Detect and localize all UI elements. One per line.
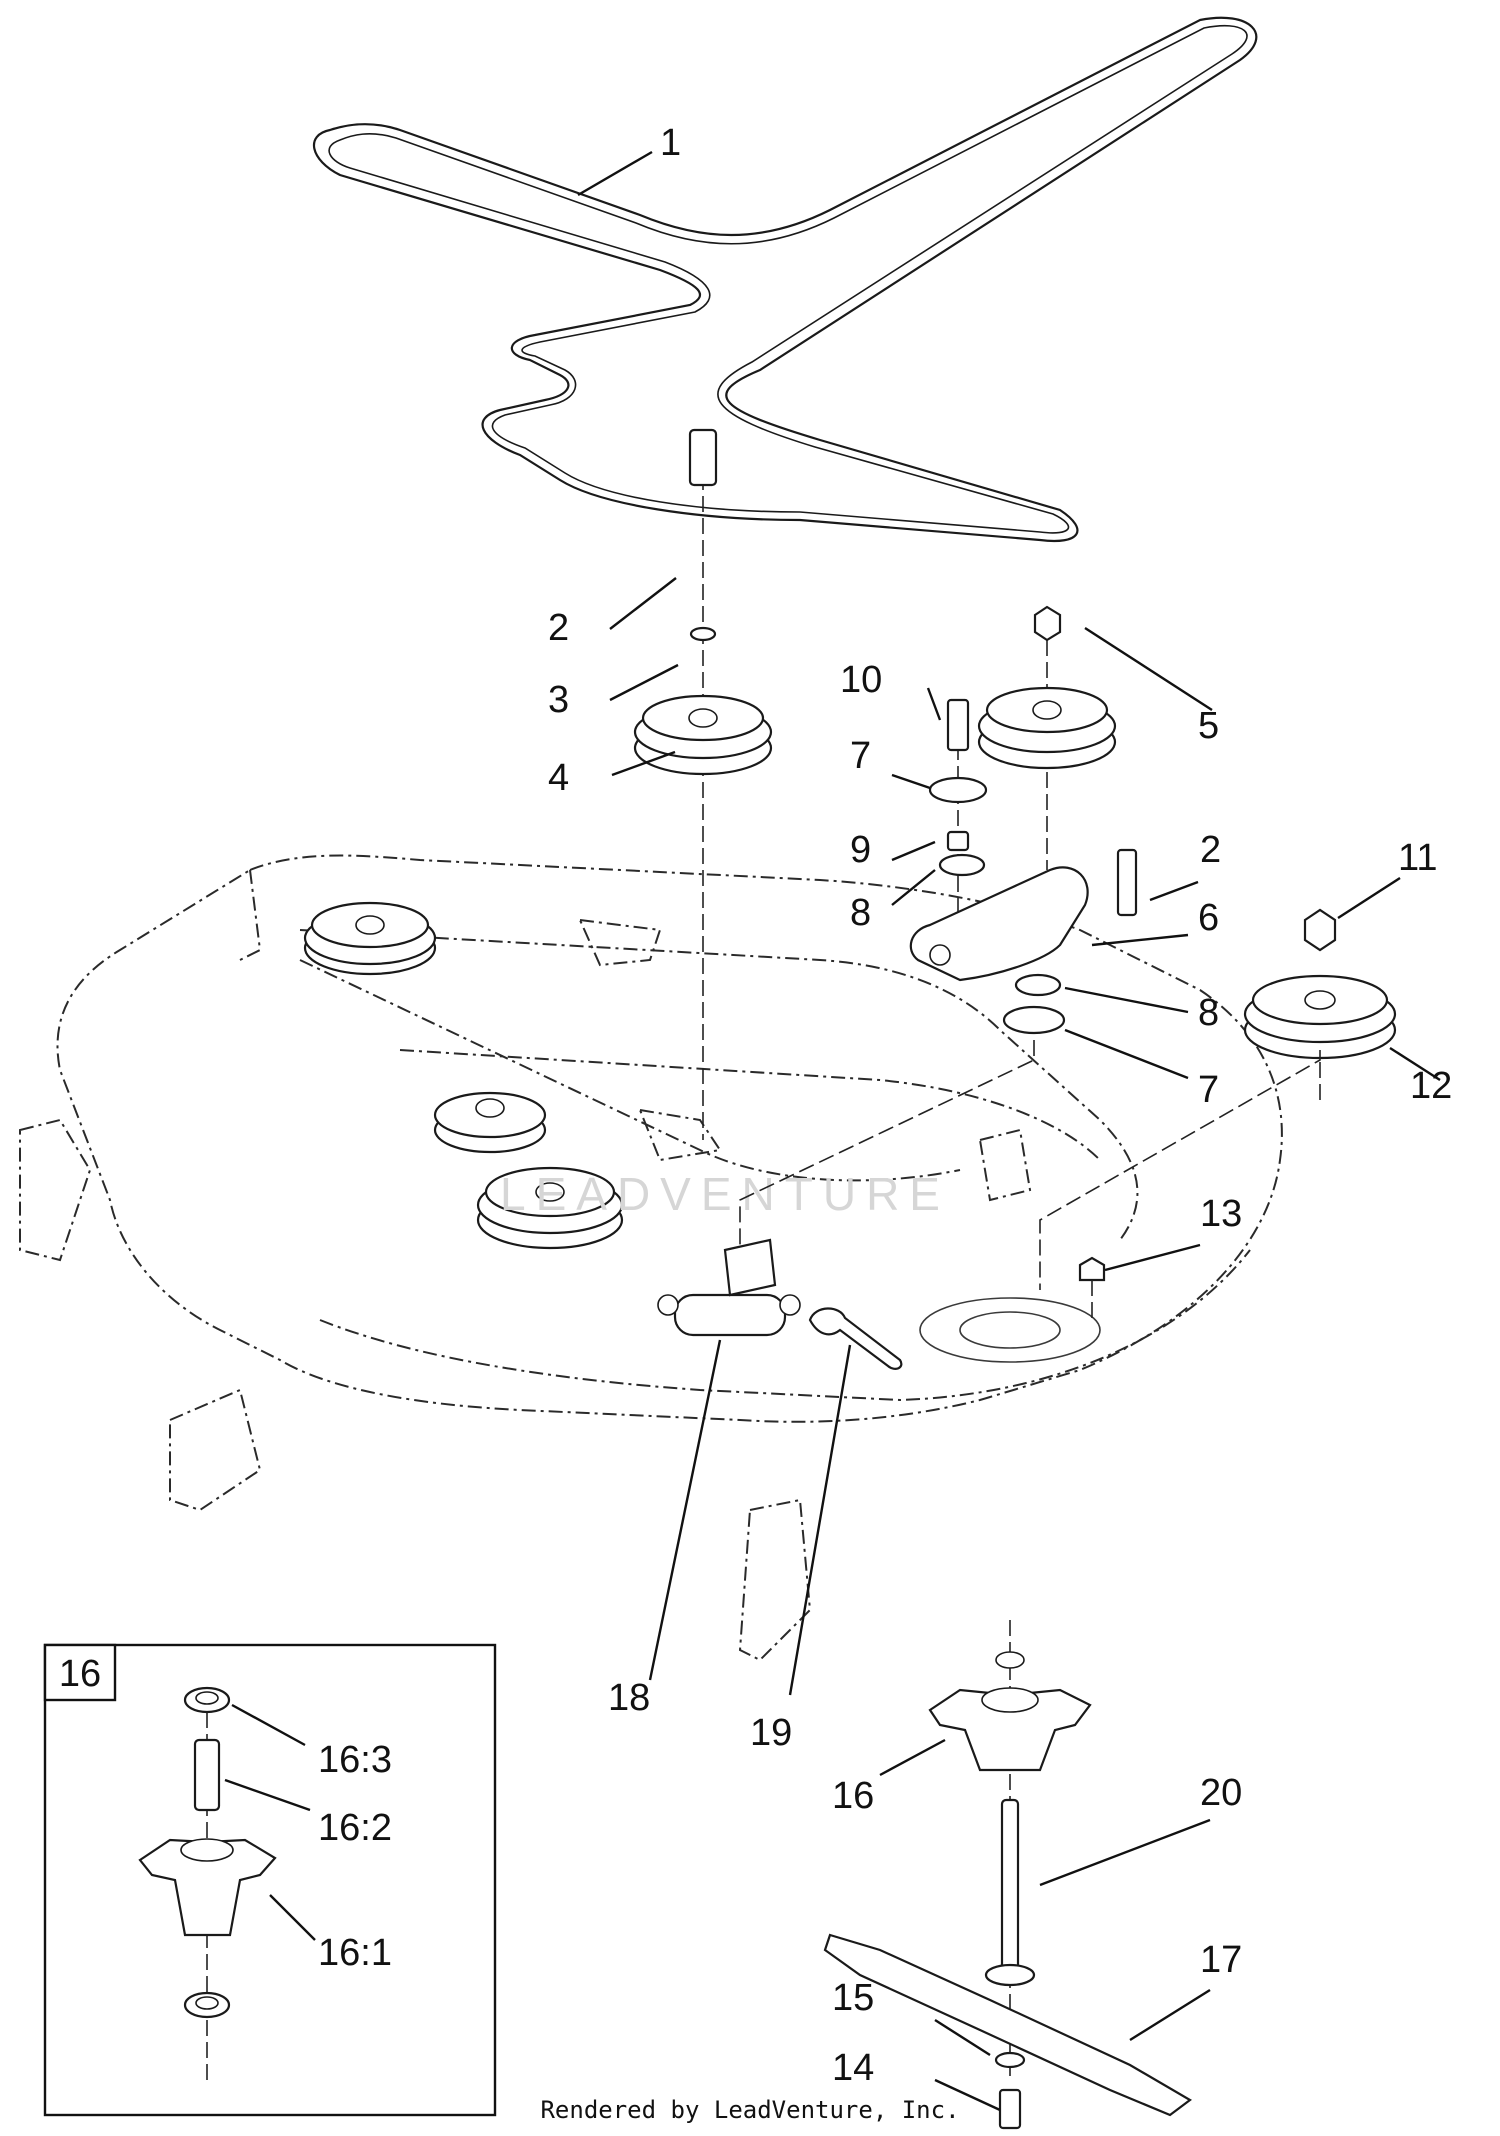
inset-spindle-assembly: 16: [43, 1643, 497, 2117]
callout-7b[interactable]: 7: [1198, 1069, 1219, 1111]
deck-spindle-mount-right: [919, 1297, 1101, 1363]
axis-line-7-to-deck: [739, 1040, 1035, 1250]
idler-pulley-upper[interactable]: [977, 686, 1117, 770]
nut-11[interactable]: [1303, 908, 1337, 952]
pulley-12[interactable]: [1243, 974, 1397, 1060]
callout-16-3[interactable]: 16:3: [318, 1739, 392, 1781]
idler-pulley-4[interactable]: [633, 694, 773, 776]
washer-8-lower[interactable]: [1014, 973, 1062, 997]
washer-3[interactable]: [689, 626, 717, 642]
idler-arm-hole: [929, 944, 951, 966]
callouts: 1 2 3 4 5 10 7 9 8 2 6 8 7 11 12 13 18 1…: [318, 122, 1452, 2089]
callout-16-1[interactable]: 16:1: [318, 1932, 392, 1974]
callout-6[interactable]: 6: [1198, 897, 1219, 939]
bearing-16-3[interactable]: [183, 1686, 231, 1714]
spacer-9[interactable]: [946, 830, 970, 852]
bracket-spring-anchor: [723, 1238, 777, 1297]
callout-2a[interactable]: 2: [548, 607, 569, 649]
nut-5[interactable]: [1033, 605, 1062, 642]
shaft-20[interactable]: [984, 1798, 1036, 1987]
inset-id-label: 16: [59, 1653, 101, 1695]
callout-10[interactable]: 10: [840, 659, 882, 701]
callout-4[interactable]: 4: [548, 757, 569, 799]
spring-18[interactable]: [657, 1293, 801, 1337]
bearing-16-1-lower: [183, 1991, 231, 2019]
bolt-13[interactable]: [1078, 1256, 1106, 1282]
spacer-16-2[interactable]: [193, 1738, 221, 1812]
bolt-10[interactable]: [946, 698, 970, 752]
washer-8-upper[interactable]: [938, 853, 986, 877]
callout-15[interactable]: 15: [832, 1977, 874, 2019]
mower-deck: [19, 854, 1283, 1662]
idler-arm-6[interactable]: [909, 866, 1089, 982]
callout-19[interactable]: 19: [750, 1712, 792, 1754]
watermark-text: LEADVENTURE: [500, 1168, 950, 1220]
callout-7a[interactable]: 7: [850, 735, 871, 777]
blade-17[interactable]: [823, 1933, 1192, 2117]
callout-14[interactable]: 14: [832, 2047, 874, 2089]
leader-lines: [224, 150, 1441, 2112]
callout-1[interactable]: 1: [660, 122, 681, 164]
pin-19[interactable]: [808, 1307, 903, 1370]
deck-pulley-left: [303, 901, 437, 976]
callout-5[interactable]: 5: [1198, 705, 1219, 747]
bolt-2-arm[interactable]: [1116, 848, 1138, 917]
washer-7-lower[interactable]: [1002, 1005, 1066, 1035]
callout-8a[interactable]: 8: [850, 892, 871, 934]
callout-16[interactable]: 16: [832, 1775, 874, 1817]
belt[interactable]: [312, 16, 1258, 543]
washer-15[interactable]: [994, 2051, 1026, 2069]
deck-pulley-center: [476, 1166, 624, 1250]
callout-17[interactable]: 17: [1200, 1939, 1242, 1981]
spindle-housing-16-1[interactable]: [138, 1838, 277, 1937]
spindle-16[interactable]: [928, 1651, 1092, 1772]
bolt-2[interactable]: [688, 428, 718, 487]
callout-8b[interactable]: 8: [1198, 992, 1219, 1034]
callout-16-2[interactable]: 16:2: [318, 1807, 392, 1849]
callout-20[interactable]: 20: [1200, 1772, 1242, 1814]
callout-12[interactable]: 12: [1410, 1065, 1452, 1107]
callout-11[interactable]: 11: [1398, 837, 1437, 879]
callout-2b[interactable]: 2: [1200, 829, 1221, 871]
callout-13[interactable]: 13: [1200, 1193, 1242, 1235]
footer-credit: Rendered by LeadVenture, Inc.: [540, 2096, 960, 2124]
callout-9[interactable]: 9: [850, 829, 871, 871]
axis-line-12-to-deck: [1039, 1050, 1321, 1290]
callout-18[interactable]: 18: [608, 1677, 650, 1719]
deck-idler-middle: [433, 1091, 547, 1154]
callout-3[interactable]: 3: [548, 679, 569, 721]
washer-7-upper[interactable]: [928, 776, 988, 804]
